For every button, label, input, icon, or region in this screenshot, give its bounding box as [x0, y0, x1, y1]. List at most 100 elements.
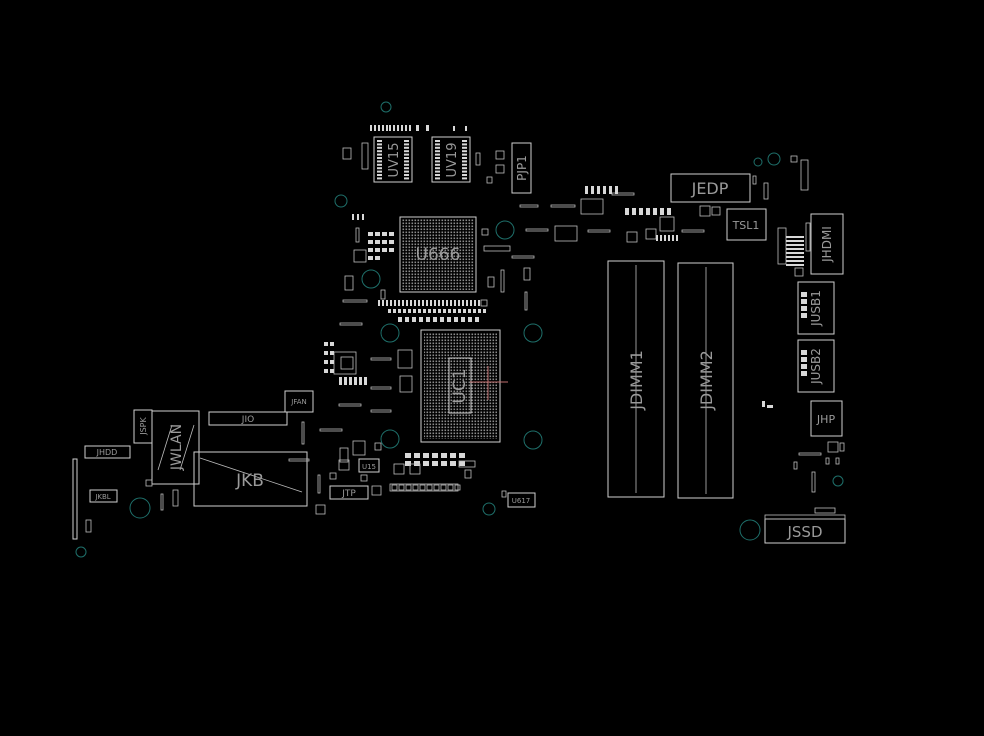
- component-pjp1[interactable]: PJP1: [511, 142, 532, 194]
- smd-part: [145, 479, 153, 487]
- component-jusb2[interactable]: JUSB2: [797, 339, 835, 393]
- smd-part: [419, 484, 426, 491]
- smd-part: [377, 153, 382, 156]
- component-uc1[interactable]: UC1: [420, 329, 501, 443]
- component-u666[interactable]: U666: [399, 216, 477, 293]
- component-jssd[interactable]: JSSD: [764, 518, 846, 544]
- jhdd-label: JHDD: [96, 448, 118, 457]
- smd-part: [375, 232, 380, 236]
- smd-part: [448, 309, 451, 313]
- smd-part: [827, 441, 839, 453]
- smd-part: [414, 453, 420, 458]
- smd-part: [752, 175, 757, 185]
- smd-part: [801, 357, 807, 362]
- component-u617[interactable]: U617: [507, 492, 536, 508]
- smd-part: [377, 163, 382, 166]
- smd-part: [342, 299, 368, 303]
- smd-part: [519, 204, 539, 208]
- smd-part: [798, 452, 822, 456]
- component-tsl1[interactable]: TSL1: [726, 208, 767, 241]
- smd-part: [632, 208, 636, 215]
- component-jhp[interactable]: JHP: [810, 400, 843, 437]
- smd-part: [801, 350, 807, 355]
- smd-part: [793, 461, 798, 470]
- jhdmi-label: JHDMI: [820, 226, 834, 263]
- smd-part: [625, 208, 629, 215]
- smd-part: [389, 125, 391, 131]
- smd-part: [450, 461, 456, 466]
- smd-part: [382, 240, 387, 244]
- u15-label: U15: [362, 463, 376, 471]
- smd-part: [786, 244, 804, 246]
- smd-part: [404, 146, 409, 149]
- smd-part: [288, 458, 310, 462]
- smd-part: [447, 317, 451, 322]
- smd-part: [315, 504, 326, 515]
- component-jdimm1[interactable]: JDIMM1: [607, 260, 665, 498]
- smd-part: [398, 309, 401, 313]
- smd-part: [357, 214, 359, 220]
- smd-part: [377, 167, 382, 170]
- component-jdimm2[interactable]: JDIMM2: [677, 262, 734, 499]
- smd-part: [763, 182, 769, 200]
- smd-part: [377, 143, 382, 146]
- smd-part: [433, 484, 440, 491]
- smd-part: [681, 229, 705, 233]
- component-jwlan[interactable]: JWLAN: [151, 410, 200, 485]
- smd-part: [389, 232, 394, 236]
- component-jtp[interactable]: JTP: [329, 485, 369, 500]
- smd-part: [301, 421, 305, 445]
- smd-part: [615, 186, 618, 194]
- component-u15[interactable]: U15: [358, 458, 380, 473]
- smd-part: [404, 157, 409, 159]
- smd-part: [450, 453, 456, 458]
- uv15-label: UV15: [387, 143, 402, 178]
- smd-part: [377, 177, 382, 180]
- smd-part: [639, 208, 643, 215]
- smd-part: [352, 214, 354, 220]
- smd-part: [462, 167, 467, 170]
- component-jfan[interactable]: JFAN: [284, 390, 314, 413]
- smd-part: [405, 461, 411, 466]
- smd-part: [413, 309, 416, 313]
- component-jedp[interactable]: JEDP: [670, 173, 751, 203]
- component-jspk[interactable]: JSPK: [133, 409, 153, 444]
- smd-part: [483, 309, 486, 313]
- smd-part: [435, 143, 440, 146]
- component-uv15[interactable]: UV15: [373, 136, 413, 183]
- component-jkbl[interactable]: JKBL: [89, 489, 118, 503]
- smd-part: [764, 514, 846, 520]
- component-jkb[interactable]: JKB: [193, 451, 308, 507]
- smd-part: [329, 472, 337, 480]
- smd-part: [441, 461, 447, 466]
- component-jhdmi[interactable]: JHDMI: [810, 213, 844, 275]
- smd-part: [423, 461, 429, 466]
- smd-part: [360, 474, 368, 482]
- smd-part: [486, 176, 493, 184]
- smd-part: [461, 317, 465, 322]
- smd-part: [344, 377, 347, 385]
- smd-part: [406, 300, 408, 306]
- component-jhdd[interactable]: JHDD: [84, 445, 131, 459]
- smd-part: [660, 235, 662, 241]
- smd-part: [404, 177, 409, 180]
- smd-part: [389, 240, 394, 244]
- smd-part: [786, 252, 804, 254]
- smd-part: [475, 152, 481, 166]
- smd-part: [459, 453, 465, 458]
- smd-part: [377, 140, 382, 142]
- component-uv19[interactable]: UV19: [431, 136, 471, 183]
- smd-part: [377, 174, 382, 176]
- smd-part: [458, 309, 461, 313]
- smd-part: [786, 240, 804, 242]
- smd-part: [397, 349, 413, 369]
- component-jusb1[interactable]: JUSB1: [797, 281, 835, 335]
- smd-part: [463, 309, 466, 313]
- component-jio[interactable]: JIO: [208, 411, 288, 426]
- smd-part: [801, 364, 807, 369]
- smd-part: [550, 204, 576, 208]
- smd-part: [378, 125, 380, 131]
- smd-part: [430, 300, 432, 306]
- smd-part: [435, 170, 440, 173]
